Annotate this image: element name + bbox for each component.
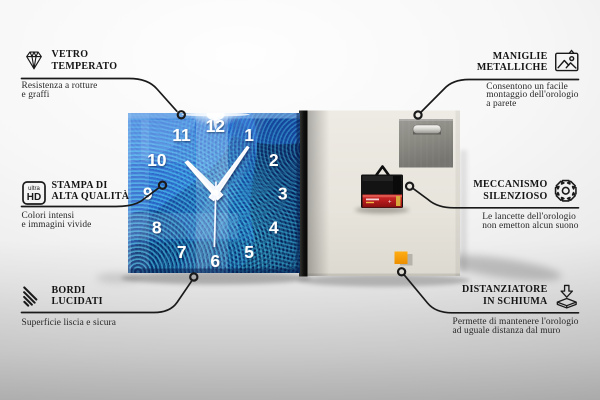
label-title: BORDI (51, 284, 86, 296)
label-title: VETRO (51, 49, 89, 61)
connector-maniglie (420, 78, 580, 113)
ultra-hd-icon-text-big: HD (26, 192, 40, 203)
desc-line: Le lancette dell'orologio (482, 212, 576, 222)
desc-line: Resistenza a rotture (21, 81, 98, 91)
label-meccanismo-desc: Le lancette dell'orologio non emetton al… (482, 212, 579, 231)
picture-hanger-icon (554, 49, 578, 72)
dot-bordi (189, 272, 199, 282)
label-title: LUCIDATI (51, 296, 103, 308)
foam-spacer (394, 251, 413, 266)
polished-edges-icon (23, 285, 38, 307)
label-distanziatore-desc: Permette di mantenere l'orologio ad ugua… (452, 316, 579, 336)
connector-stampa (20, 187, 160, 208)
label-title: STAMPA DI (51, 179, 108, 191)
center-cap (212, 189, 219, 196)
desc-line: ad uguale distanza dal muro (452, 325, 561, 336)
panel-side-edge (299, 110, 308, 277)
battery-plus-mark: + (388, 200, 392, 206)
ultra-hd-icon-text-small: ultra (28, 186, 40, 192)
desc-line: e graffi (21, 89, 50, 100)
svg-text:1: 1 (244, 125, 254, 145)
svg-text:2: 2 (269, 150, 279, 170)
ultra-hd-icon: ultra HD (21, 181, 46, 205)
dot-maniglie (413, 110, 423, 120)
desc-line: non emetton alcun suono (482, 220, 579, 231)
dot-stampa (157, 180, 168, 190)
floor-shadows (96, 150, 562, 287)
label-stampa-desc: Colori intensi e immagini vivide (22, 212, 92, 230)
hour-hand-fill (187, 161, 223, 198)
svg-text:4: 4 (269, 217, 279, 237)
ridge-group (128, 155, 300, 273)
svg-text:7: 7 (177, 242, 187, 262)
label-title: TEMPERATO (51, 60, 118, 72)
label-title: METALLICHE (476, 62, 548, 74)
svg-text:11: 11 (172, 125, 191, 145)
label-bordi-desc: Superficie liscia e sicura (21, 317, 117, 328)
connector-meccanismo (412, 187, 580, 209)
clock-numbers: 12 1 2 3 4 5 6 7 8 9 10 11 (143, 116, 288, 271)
clock-front-overlays: 12 1 2 3 4 5 6 7 8 9 10 11 (128, 113, 300, 273)
desc-line: Consentono un facile (486, 82, 568, 92)
glare-flare (181, 113, 250, 129)
gear-icon (554, 179, 577, 202)
desc-line: Colori intensi (21, 211, 75, 222)
svg-text:3: 3 (278, 184, 288, 204)
label-title: IN SCHIUMA (483, 295, 548, 307)
label-vetro-desc: Resistenza a rotture e graffi (21, 81, 98, 100)
label-title: MANIGLIE (492, 50, 548, 62)
desc-line: e immagini vivide (21, 220, 92, 231)
desc-line: Permette di mantenere l'orologio (452, 316, 579, 327)
clock-hands (184, 145, 250, 248)
metal-hanging-plate (399, 119, 453, 168)
hanger-slot (412, 124, 442, 134)
mechanism-hanger-hook (374, 165, 391, 177)
connector-vetro (20, 77, 178, 113)
label-title: SILENZIOSO (483, 190, 548, 202)
clock-mechanism: + (355, 165, 409, 214)
diamond-icon (25, 50, 42, 69)
svg-text:8: 8 (152, 218, 162, 238)
label-title: ALTA QUALITÀ (51, 191, 130, 203)
dot-distanziatore (396, 267, 407, 277)
svg-text:12: 12 (206, 116, 226, 136)
svg-text:6: 6 (210, 251, 220, 271)
desc-line: montaggio dell'orologio (486, 90, 579, 101)
label-maniglie-desc: Consentono un facile montaggio dell'orol… (486, 82, 579, 109)
aa-battery: + (362, 194, 402, 208)
clock-back-view: + (299, 110, 460, 277)
svg-text:9: 9 (143, 184, 153, 204)
foam-spacer-icon (556, 284, 577, 309)
desc-line: a parete (486, 98, 517, 109)
callout-connectors (20, 77, 580, 314)
dot-vetro (176, 110, 186, 120)
label-title: DISTANZIATORE (462, 284, 548, 296)
desc-line: Superficie liscia e sicura (21, 317, 116, 328)
connector-bordi (20, 280, 193, 314)
label-title: MECCANISMO (473, 179, 548, 191)
connector-distanziatore (403, 274, 580, 314)
svg-text:10: 10 (147, 150, 167, 170)
dot-meccanismo (404, 181, 415, 191)
callout-dots (157, 110, 423, 282)
svg-text:5: 5 (244, 242, 254, 262)
